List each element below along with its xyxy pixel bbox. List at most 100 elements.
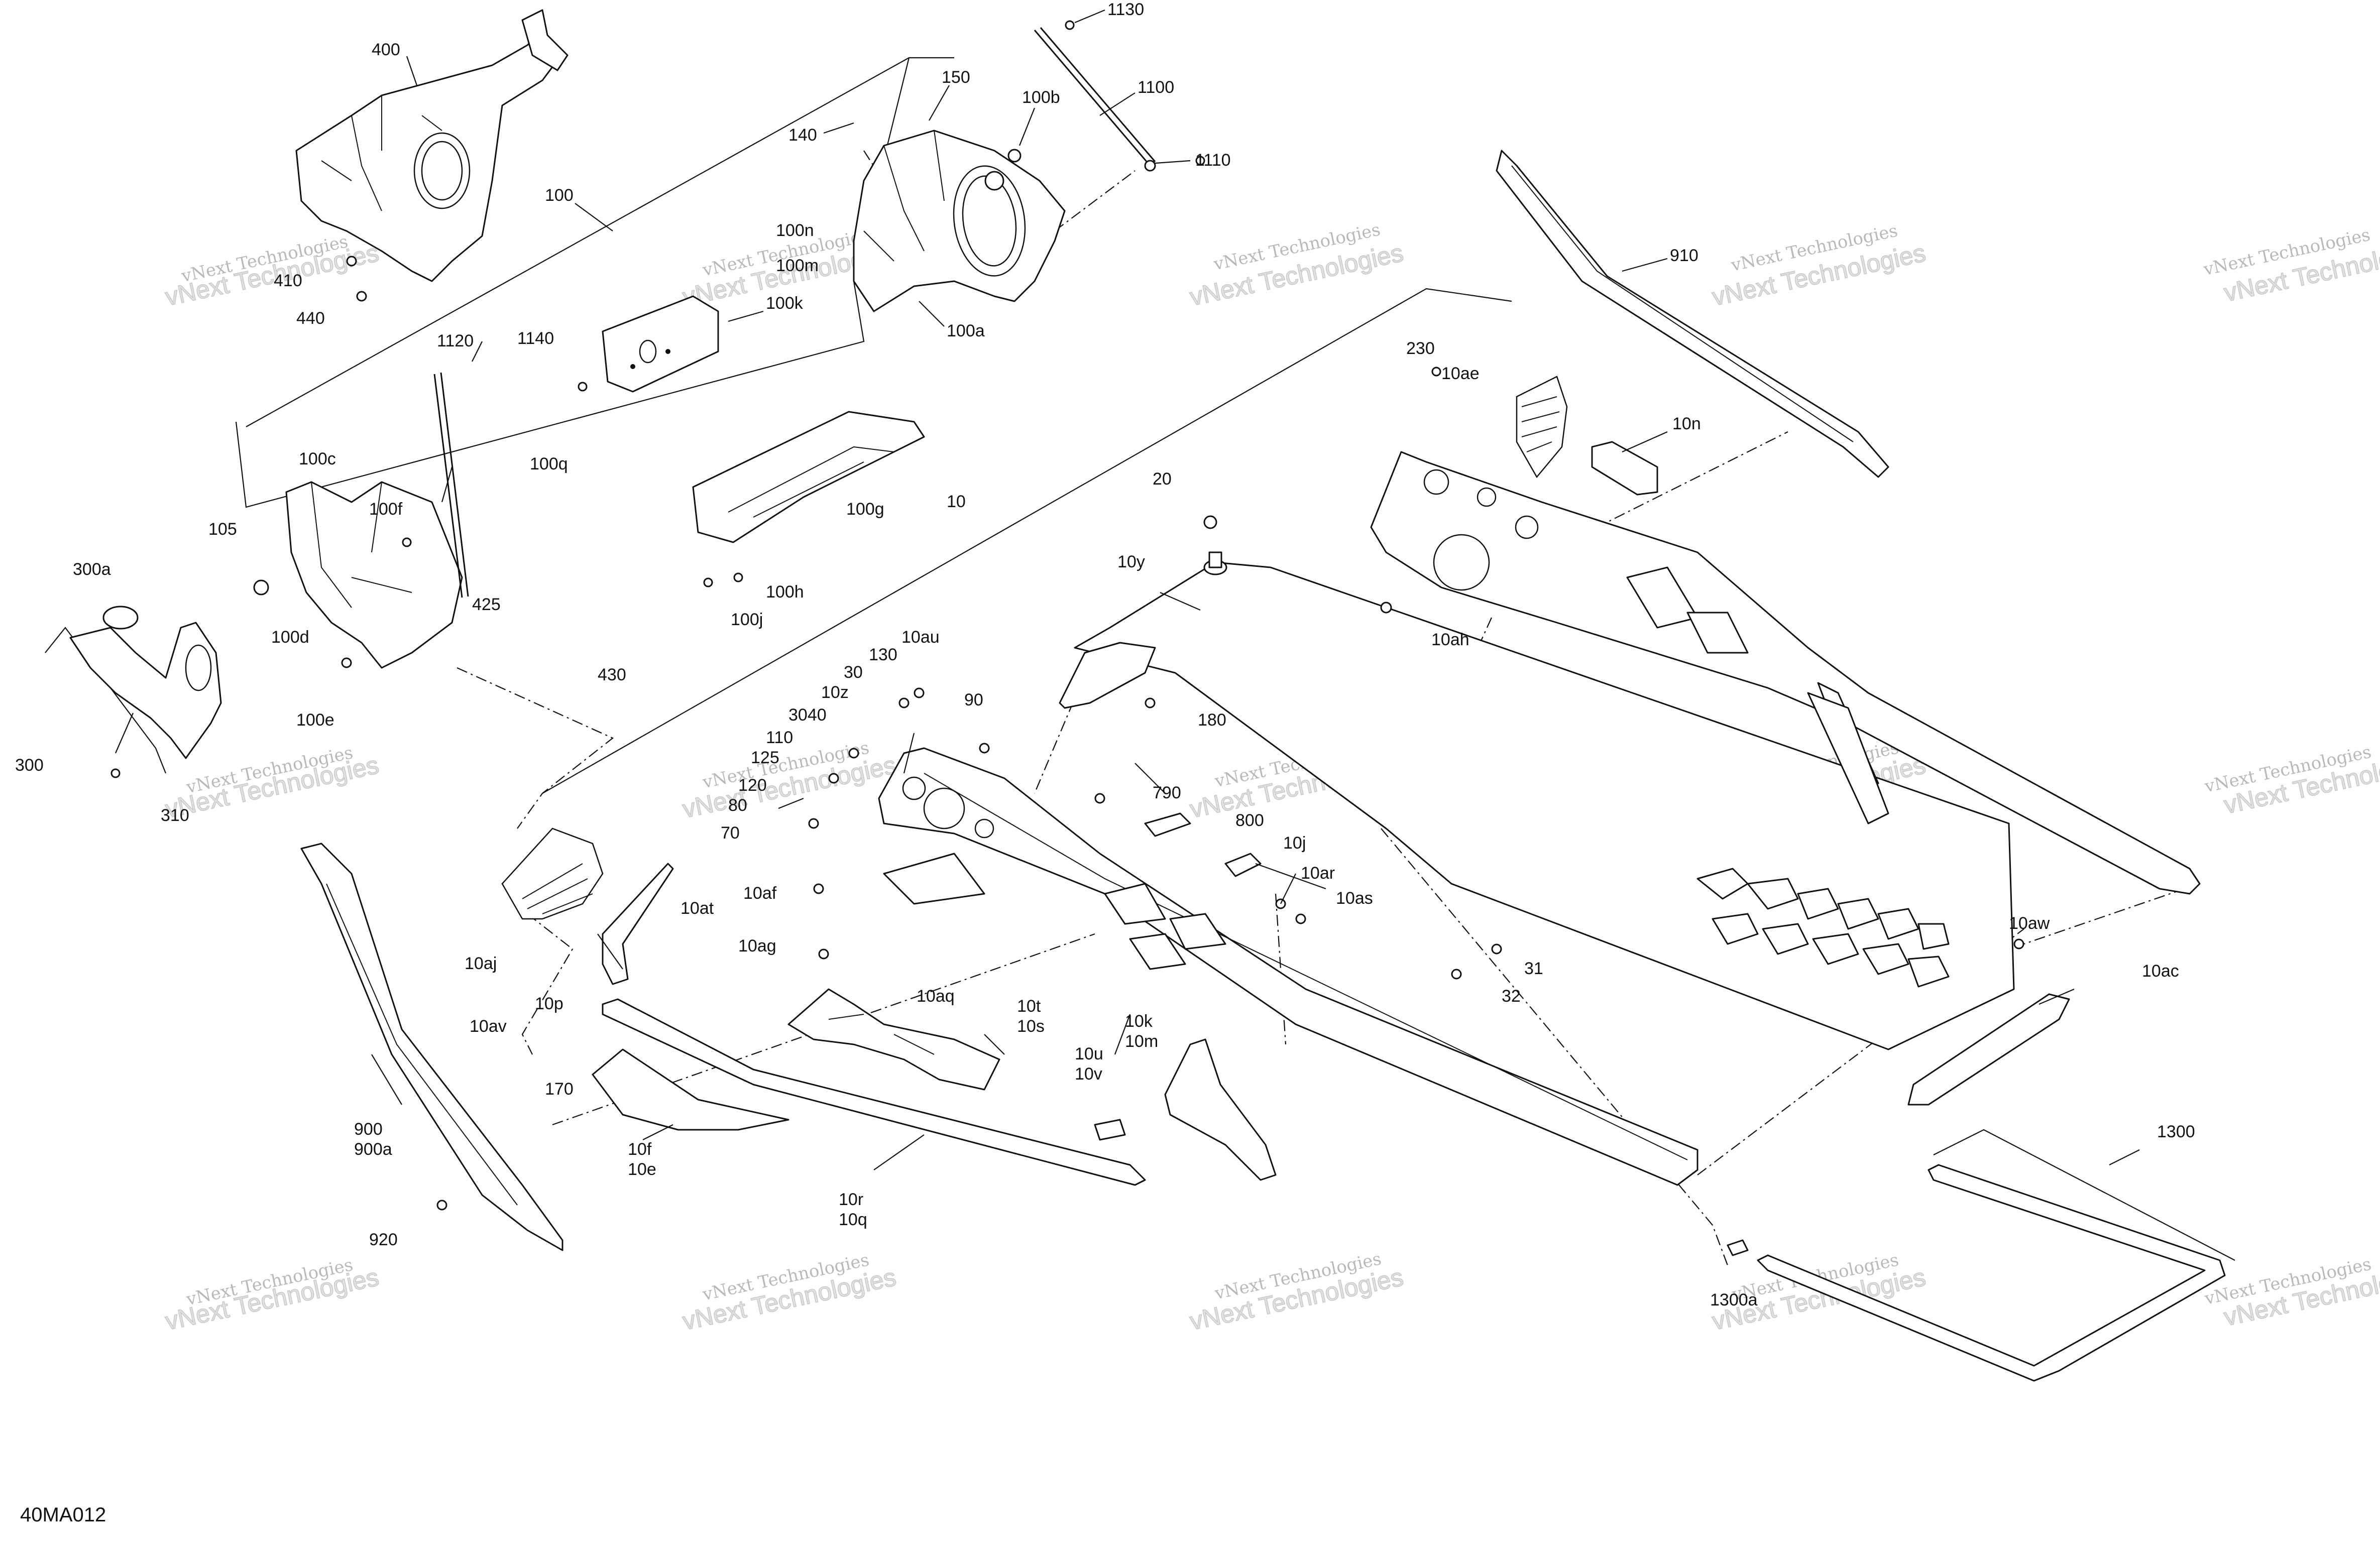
part-10j-plate <box>1224 853 1262 877</box>
label-130: 130 <box>869 645 897 664</box>
label-10z: 10z <box>821 683 849 702</box>
part-10r-strip <box>602 998 1146 1186</box>
assembly-line <box>1576 431 1788 538</box>
label-10k: 10k <box>1125 1012 1153 1031</box>
assembly-line <box>2023 888 2185 945</box>
part-100c-bracket <box>253 372 469 669</box>
label-10ar: 10ar <box>1301 864 1335 883</box>
part-1100-rod <box>1034 20 1205 172</box>
label-10s: 10s <box>1017 1017 1045 1036</box>
part-400-bulkhead <box>295 9 569 302</box>
watermark: vNext Technologies vNext Technologies <box>1187 1249 1406 1336</box>
label-10aw: 10aw <box>2009 914 2050 933</box>
label-10f: 10f <box>628 1140 652 1159</box>
label-10u: 10u <box>1075 1044 1103 1063</box>
assembly-line <box>552 933 1095 1126</box>
label-410: 410 <box>274 271 302 290</box>
label-10au: 10au <box>901 628 940 647</box>
label-310: 310 <box>161 806 189 825</box>
watermark: vNext Technologies vNext Technologies <box>2203 1254 2380 1332</box>
label-100m: 100m <box>776 256 819 275</box>
part-10ac-bracket <box>1907 993 2070 1106</box>
label-100b: 100b <box>1022 88 1060 107</box>
label-10aq: 10aq <box>917 987 955 1006</box>
label-10aj: 10aj <box>465 954 497 973</box>
part-100a-front-bulkhead <box>853 130 1066 312</box>
watermark: vNext Technologies vNext Technologies <box>2203 742 2380 819</box>
label-10r: 10r <box>839 1190 863 1209</box>
label-100c: 100c <box>299 449 336 468</box>
label-10y: 10y <box>1117 552 1145 571</box>
label-1300: 1300 <box>2157 1122 2195 1141</box>
label-920: 920 <box>369 1230 398 1249</box>
part-10aq-bracket <box>787 988 1000 1091</box>
watermark: vNext Technologies vNext Technologies <box>162 231 381 311</box>
label-910: 910 <box>1670 246 1698 265</box>
label-10e: 10e <box>628 1160 656 1179</box>
part-900-rail <box>300 843 563 1251</box>
watermark: vNext Technologies vNext Technologies <box>1187 219 1406 311</box>
part-10f-bracket <box>592 1048 789 1131</box>
label-100d: 100d <box>271 628 309 647</box>
part-100k-plate <box>578 295 719 393</box>
label-70: 70 <box>721 823 740 843</box>
watermark: vNext Technologies vNext Technologies <box>162 743 381 824</box>
part-10n-bracket <box>1591 441 1658 496</box>
group-100-top <box>246 57 954 427</box>
label-125: 125 <box>751 748 779 767</box>
label-790: 790 <box>1153 783 1181 802</box>
label-900a: 900a <box>354 1140 392 1159</box>
label-140: 140 <box>788 126 817 145</box>
label-10m: 10m <box>1125 1032 1158 1051</box>
part-910-rail <box>1496 150 1889 478</box>
assembly-line <box>1054 170 1136 231</box>
label-800: 800 <box>1235 811 1264 830</box>
label-10af: 10af <box>743 884 777 903</box>
label-100j: 100j <box>731 610 763 629</box>
watermark: vNext Technologies vNext Technologies <box>1709 220 1928 311</box>
label-10: 10 <box>947 492 966 511</box>
label-100n: 100n <box>776 221 814 240</box>
label-100q: 100q <box>530 454 568 473</box>
label-10t: 10t <box>1017 997 1041 1016</box>
label-120: 120 <box>738 776 767 795</box>
watermark: vNext Technologies vNext Technologies <box>2201 225 2380 308</box>
label-430: 430 <box>598 665 626 684</box>
label-100: 100 <box>545 186 574 205</box>
label-1300a: 1300a <box>1710 1290 1758 1310</box>
label-32: 32 <box>1502 987 1521 1006</box>
group-1300-bracket <box>1933 1129 2235 1261</box>
part-10k-gusset <box>1164 1038 1277 1181</box>
label-100k: 100k <box>766 294 804 313</box>
label-1100: 1100 <box>1138 78 1174 97</box>
label-10ac: 10ac <box>2142 962 2179 981</box>
watermark: vNext Technologies vNext Technologies <box>679 1250 898 1336</box>
label-100g: 100g <box>846 500 884 519</box>
label-400: 400 <box>372 40 400 59</box>
label-900: 900 <box>354 1120 383 1139</box>
part-10u-clip <box>1094 1119 1126 1141</box>
label-10ae: 10ae <box>1441 364 1480 383</box>
label-230: 230 <box>1406 339 1435 358</box>
label-10n: 10n <box>1672 414 1701 433</box>
watermark: vNext Technologies vNext Technologies <box>162 1255 381 1336</box>
assembly-line <box>457 667 614 829</box>
part-10-tunnel <box>878 451 2201 1186</box>
part-300-support <box>69 606 222 778</box>
label-20: 20 <box>1153 469 1172 489</box>
deck-cutouts <box>1696 868 1950 988</box>
label-300: 300 <box>15 756 44 775</box>
part-100g-tray <box>692 411 925 587</box>
label-110: 110 <box>766 728 793 747</box>
label-300a: 300a <box>73 560 111 579</box>
leader-lines <box>115 9 2140 1170</box>
label-10av: 10av <box>470 1017 507 1036</box>
label-3040: 3040 <box>788 705 827 725</box>
label-150: 150 <box>942 68 970 87</box>
part-800-plate <box>1144 812 1191 837</box>
label-170: 170 <box>545 1080 574 1099</box>
part-10p-bracket <box>602 863 674 985</box>
label-100h: 100h <box>766 582 804 602</box>
label-10ah: 10ah <box>1431 630 1469 649</box>
label-440: 440 <box>296 309 325 328</box>
